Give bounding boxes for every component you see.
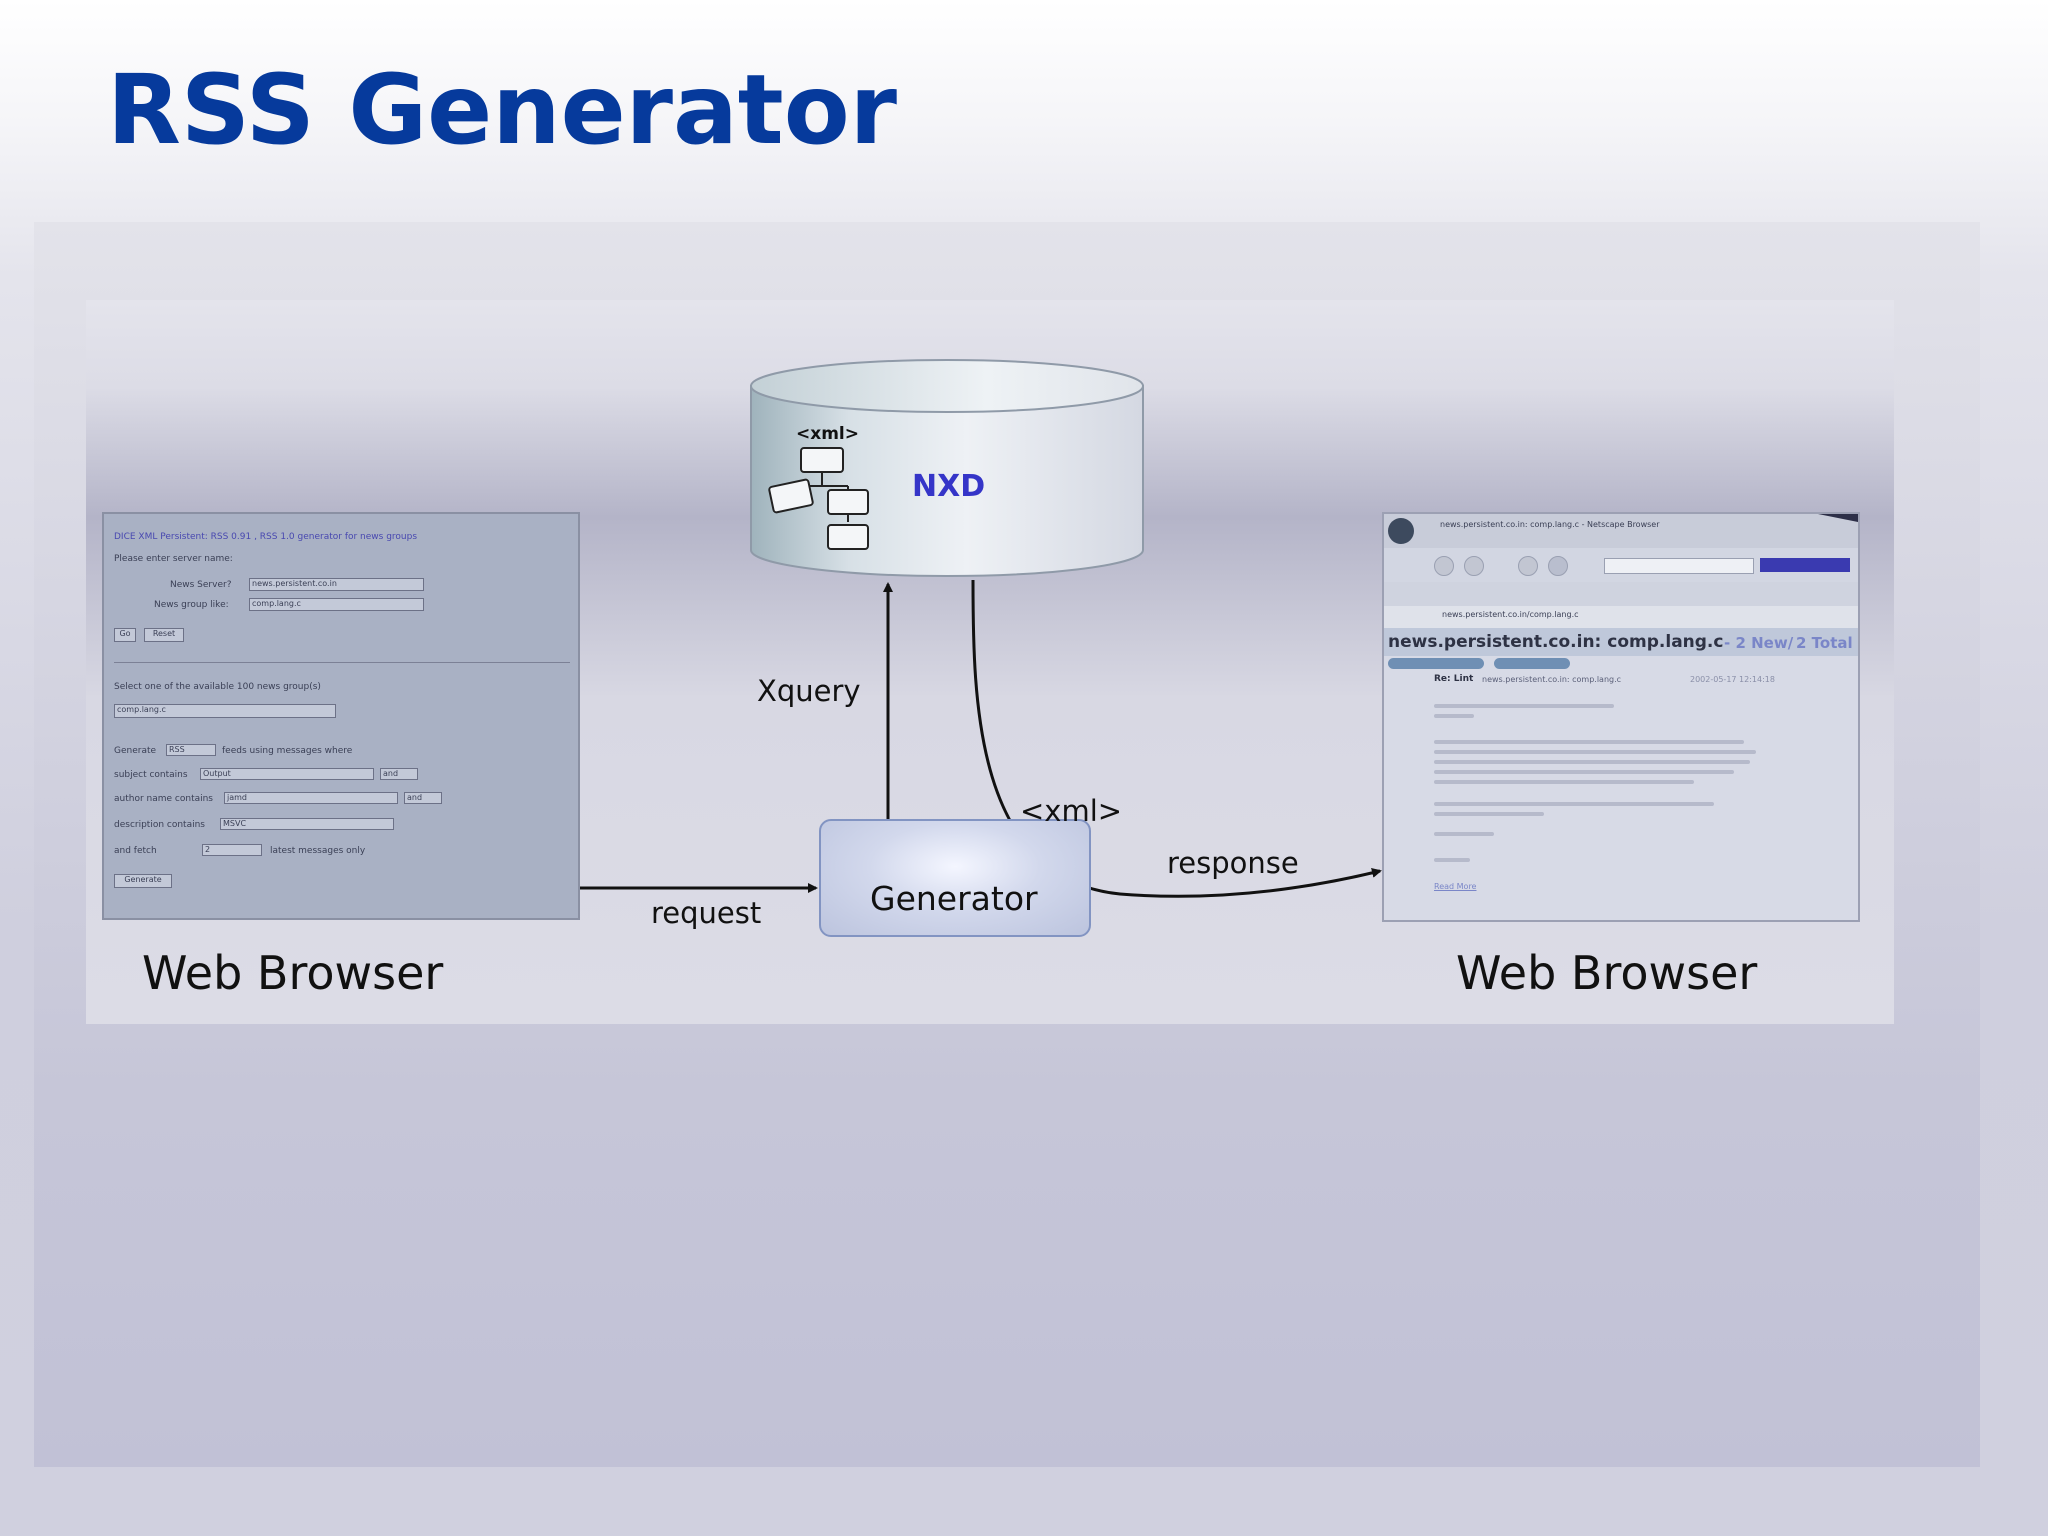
- text-line: [1434, 760, 1750, 764]
- message-date: 2002-05-17 12:14:18: [1690, 675, 1775, 684]
- window-corner: [1818, 514, 1858, 522]
- reset-button[interactable]: Reset: [144, 628, 184, 642]
- request-label: request: [651, 896, 762, 930]
- form-divider: [114, 662, 570, 663]
- search-box[interactable]: [1760, 558, 1850, 572]
- response-label: response: [1167, 846, 1299, 880]
- slide-title: RSS Generator: [107, 54, 897, 166]
- author-label: author name contains: [114, 794, 213, 804]
- form-prompt: Please enter server name:: [114, 554, 233, 564]
- form-heading: DICE XML Persistent: RSS 0.91 , RSS 1.0 …: [114, 532, 418, 542]
- bookmarks-bar: [1384, 582, 1858, 606]
- home-icon[interactable]: [1548, 556, 1568, 576]
- select-prompt: Select one of the available 100 news gro…: [114, 682, 321, 692]
- browser-logo-icon: [1388, 518, 1414, 544]
- xml-label: <xml>: [1020, 794, 1123, 828]
- subject-op-select[interactable]: and: [380, 768, 418, 780]
- page-heading-bar: [1384, 628, 1858, 656]
- browser-titlebar: [1384, 514, 1858, 548]
- description-input[interactable]: MSVC: [220, 818, 394, 830]
- text-line: [1434, 740, 1744, 744]
- page-heading: news.persistent.co.in: comp.lang.c: [1388, 632, 1724, 652]
- subject-input[interactable]: Output: [200, 768, 374, 780]
- news-server-label: News Server?: [170, 580, 232, 590]
- news-server-input[interactable]: news.persistent.co.in: [249, 578, 424, 591]
- xml-response-arrow: [971, 579, 1382, 898]
- text-line: [1434, 812, 1544, 816]
- xml-tree-icon: [768, 447, 869, 550]
- generator-label: Generator: [870, 879, 1038, 918]
- right-browser-label: Web Browser: [1456, 946, 1758, 1000]
- message-from: news.persistent.co.in: comp.lang.c: [1482, 675, 1622, 684]
- back-icon[interactable]: [1434, 556, 1454, 576]
- database-label: NXD: [912, 469, 986, 504]
- author-op-select[interactable]: and: [404, 792, 442, 804]
- left-browser-label: Web Browser: [142, 946, 444, 1000]
- left-browser-screenshot: DICE XML Persistent: RSS 0.91 , RSS 1.0 …: [102, 512, 580, 920]
- description-label: description contains: [114, 820, 205, 830]
- format-select[interactable]: RSS: [166, 744, 216, 756]
- generate-label: Generate: [114, 746, 157, 756]
- news-group-input[interactable]: comp.lang.c: [249, 598, 424, 611]
- text-line: [1434, 780, 1694, 784]
- go-button[interactable]: Go: [114, 628, 136, 642]
- fetch-suffix: latest messages only: [270, 846, 366, 856]
- forward-icon[interactable]: [1464, 556, 1484, 576]
- text-line: [1434, 750, 1756, 754]
- text-line: [1434, 832, 1494, 836]
- text-line: [1434, 770, 1734, 774]
- right-browser-screenshot: news.persistent.co.in: comp.lang.c - Net…: [1382, 512, 1860, 922]
- database-xml-tag: <xml>: [796, 424, 859, 444]
- text-line: [1434, 802, 1714, 806]
- add-feed-button[interactable]: [1388, 658, 1484, 669]
- read-more-link[interactable]: Read More: [1434, 882, 1477, 891]
- generate-button[interactable]: Generate: [114, 874, 172, 888]
- reload-icon[interactable]: [1518, 556, 1538, 576]
- fetch-label: and fetch: [114, 846, 157, 856]
- message-subject[interactable]: Re: Lint: [1434, 674, 1474, 684]
- generator-node: [819, 819, 1091, 937]
- fetch-input[interactable]: 2: [202, 844, 262, 856]
- author-input[interactable]: jamd: [224, 792, 398, 804]
- new-count: - 2 New/: [1724, 634, 1794, 652]
- generate-suffix: feeds using messages where: [222, 746, 353, 756]
- total-count: 2 Total: [1796, 634, 1853, 652]
- mark-read-button[interactable]: [1494, 658, 1570, 669]
- text-line: [1434, 714, 1474, 718]
- news-group-label: News group like:: [154, 600, 229, 610]
- subject-label: subject contains: [114, 770, 188, 780]
- newsgroup-select[interactable]: comp.lang.c: [114, 704, 336, 718]
- xquery-label: Xquery: [757, 674, 861, 708]
- url-input[interactable]: [1604, 558, 1754, 574]
- text-line: [1434, 704, 1614, 708]
- browser-window-title: news.persistent.co.in: comp.lang.c - Net…: [1440, 520, 1660, 529]
- text-line: [1434, 858, 1470, 862]
- browser-tab[interactable]: news.persistent.co.in/comp.lang.c: [1442, 610, 1579, 619]
